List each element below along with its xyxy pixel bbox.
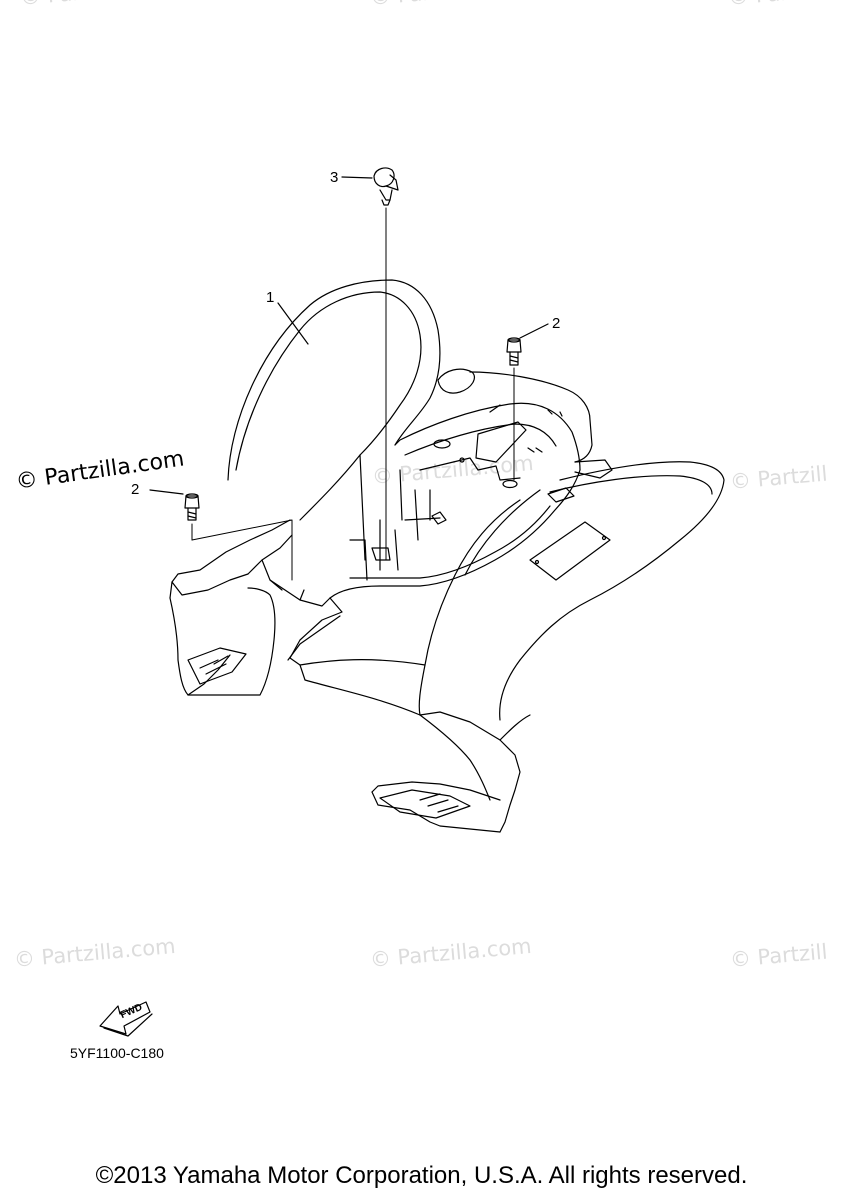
callout-2-left: 2 <box>131 481 140 498</box>
fwd-arrow-icon <box>99 1001 153 1037</box>
callout-3: 3 <box>330 169 339 186</box>
bolt-right-part <box>506 323 549 481</box>
diagram-part-code: 5YF1100-C180 <box>70 1045 164 1061</box>
bolt-left-part <box>149 489 200 541</box>
callout-1: 1 <box>266 289 275 306</box>
clip-part <box>341 167 399 561</box>
rear-fender-part <box>169 279 725 833</box>
copyright-footer: ©2013 Yamaha Motor Corporation, U.S.A. A… <box>95 1162 748 1189</box>
callout-2-right: 2 <box>552 315 561 332</box>
